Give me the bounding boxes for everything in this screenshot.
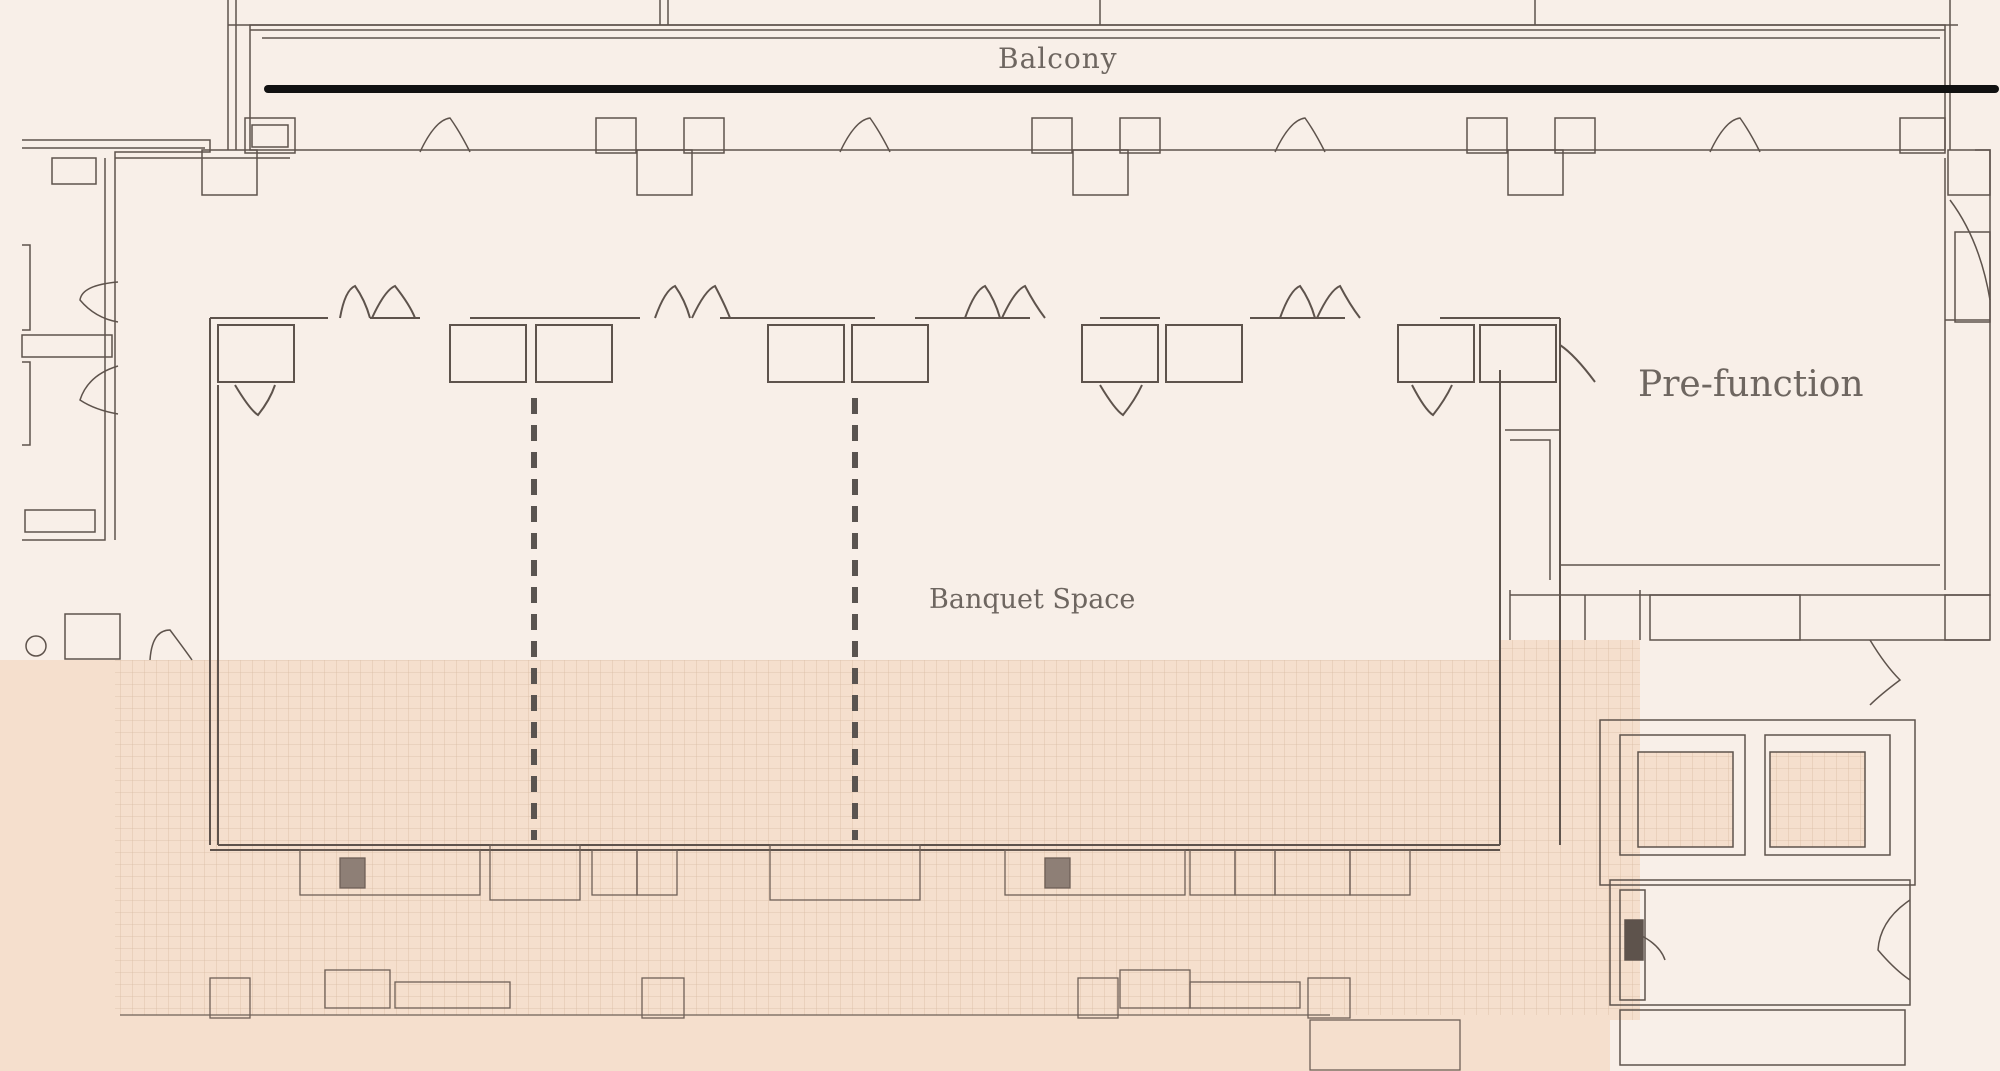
balcony-area: [227, 0, 1958, 151]
movable-partitions: [531, 398, 858, 840]
banquet-space-label: Banquet Space: [929, 584, 1136, 615]
balcony-columns: [201, 117, 1991, 196]
service-counters: [120, 844, 1461, 1071]
service-corridor-area: [0, 640, 1640, 1071]
left-side-rooms: [21, 157, 193, 661]
prefunction-label: Pre-function: [1638, 364, 1864, 405]
elevator-core: [1599, 199, 1991, 1066]
balcony-label: Balcony: [998, 42, 1118, 75]
